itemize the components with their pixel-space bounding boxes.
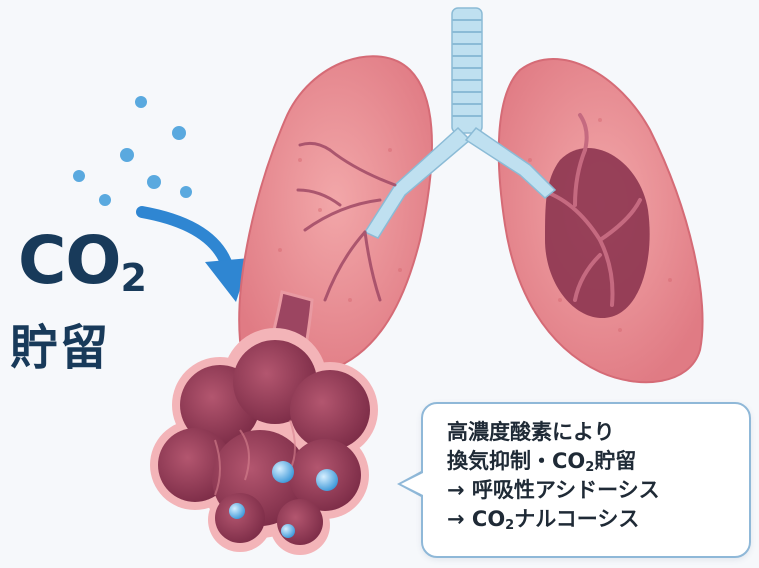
callout-line-3: → 呼吸性アシドーシス (447, 476, 739, 505)
callout-line-1: 高濃度酸素により (447, 418, 739, 447)
co2-label: CO2 (18, 228, 146, 297)
callout-line-2: 換気抑制・CO2貯留 (447, 447, 739, 477)
retention-label: 貯留 (10, 308, 110, 378)
explanation-callout: 高濃度酸素により 換気抑制・CO2貯留 → 呼吸性アシドーシス → CO2ナルコ… (421, 402, 751, 558)
arrow-icon (142, 212, 250, 302)
co2-particles (73, 96, 192, 206)
callout-line-4: → CO2ナルコーシス (447, 505, 739, 535)
